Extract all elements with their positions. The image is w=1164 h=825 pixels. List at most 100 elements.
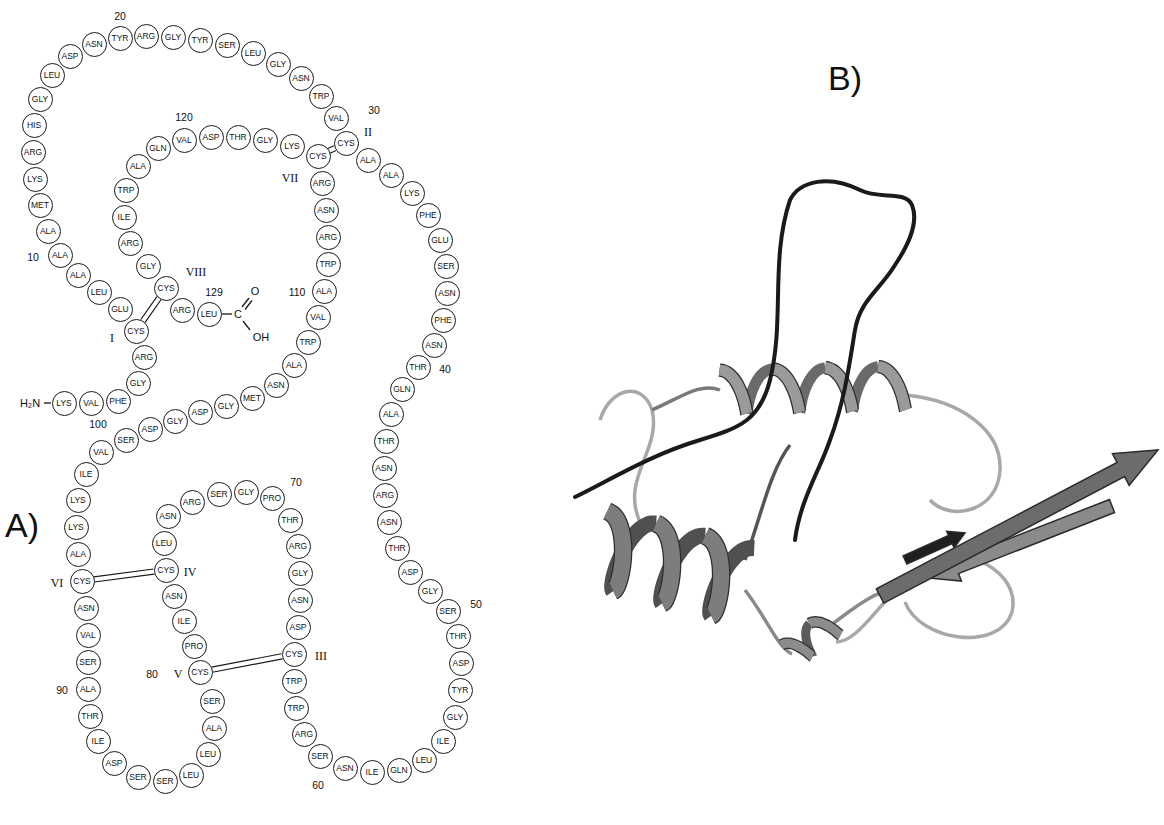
residue-circle: SER	[215, 33, 240, 58]
residue-circle: ASN	[289, 66, 314, 91]
residue-name: TRP	[288, 704, 305, 713]
residue-circle: ALA	[282, 353, 307, 378]
residue-name: SER	[218, 41, 235, 50]
residue-circle: ASP	[199, 125, 224, 150]
residue-circle: VAL	[89, 440, 114, 465]
residue-circle: LEU	[152, 531, 177, 556]
residue-circle: GLN	[146, 136, 171, 161]
residue-circle: ALA	[48, 243, 73, 268]
residue-name: HIS	[27, 121, 41, 130]
helix-edge	[607, 511, 623, 591]
residue-circle: SER	[76, 650, 101, 675]
residue-name: CYS	[285, 650, 302, 659]
residue-circle: ALA	[356, 148, 381, 173]
residue-circle: GLU	[428, 228, 453, 253]
residue-name: GLY	[447, 713, 463, 722]
residue-name: ARG	[313, 179, 331, 188]
disulfide-label: VI	[51, 577, 64, 589]
residue-name: GLY	[422, 587, 438, 596]
residue-circle: ASN	[74, 596, 99, 621]
residue-number: 60	[312, 780, 324, 791]
disulfide-label: III	[315, 650, 327, 662]
residue-name: THR	[409, 363, 426, 372]
residue-name: LEU	[201, 310, 218, 319]
residue-circle: VAL	[324, 106, 349, 131]
helix-front	[772, 369, 799, 412]
residue-circle: ASN	[314, 198, 339, 223]
residue-circle: GLY	[266, 52, 291, 77]
residue-circle: THR	[226, 125, 251, 150]
residue-name: VAL	[83, 399, 98, 408]
residue-circle: GLU	[108, 297, 133, 322]
residue-name: ASN	[336, 764, 353, 773]
residue-circle: CYS	[334, 131, 359, 156]
residue-circle: ALA	[36, 219, 61, 244]
residue-circle: ARG	[118, 231, 143, 256]
residue-name: THR	[449, 632, 466, 641]
residue-name: THR	[377, 437, 394, 446]
residue-circle: LEU	[40, 63, 65, 88]
residue-name: SER	[129, 773, 146, 782]
residue-name: SER	[203, 697, 220, 706]
terminal-bonds	[44, 298, 252, 403]
residue-circle: ALA	[312, 279, 337, 304]
helix-front	[782, 643, 813, 656]
residue-circle: LYS	[23, 167, 48, 192]
residue-name: TYR	[112, 34, 129, 43]
residue-circle: LYS	[280, 134, 305, 159]
residue-circle: ARG	[180, 490, 205, 515]
residue-name: ASP	[202, 133, 219, 142]
residue-circle: SER	[126, 765, 151, 790]
beta-strands	[876, 450, 1158, 603]
residue-name: ARG	[376, 491, 394, 500]
residue-name: ARG	[183, 498, 201, 507]
residue-name: TYR	[192, 36, 209, 45]
helix-front	[607, 511, 623, 591]
residue-circle: ARG	[170, 298, 195, 323]
residue-name: ALA	[360, 156, 376, 165]
residue-number: 20	[114, 11, 126, 22]
residue-name: ASN	[159, 512, 176, 521]
residue-name: GLY	[270, 60, 286, 69]
residue-name: ASP	[191, 408, 208, 417]
residue-name: ASN	[317, 206, 334, 215]
residue-circle: GLY	[126, 371, 151, 396]
residue-number: 110	[289, 287, 306, 298]
dark-loop	[575, 181, 914, 540]
residue-circle: ASN	[372, 456, 397, 481]
residue-circle: ASP	[58, 44, 83, 69]
residue-circle: ASN	[422, 333, 447, 358]
residue-number: 129	[205, 287, 223, 298]
disulfide-label: I	[110, 332, 114, 344]
bond-line	[245, 301, 252, 310]
coil	[905, 395, 1000, 511]
residue-number: 40	[439, 364, 451, 375]
residue-name: ARG	[289, 542, 307, 551]
residue-name: PHE	[109, 397, 126, 406]
helix-front	[705, 536, 721, 616]
residue-circle: ASP	[138, 417, 163, 442]
residue-name: PHE	[419, 211, 436, 220]
residue-name: SER	[156, 777, 173, 786]
helix-front	[878, 367, 905, 410]
residue-circle: ILE	[360, 760, 385, 785]
bond-line	[44, 402, 51, 403]
residue-circle: ALA	[379, 163, 404, 188]
residue-name: PRO	[263, 494, 281, 503]
residue-circle: GLY	[418, 579, 443, 604]
residue-name: VAL	[80, 631, 95, 640]
helix-front	[810, 622, 841, 635]
atom-label: OH	[253, 332, 270, 343]
residue-circle: ALA	[66, 542, 91, 567]
residue-name: GLY	[32, 95, 48, 104]
residue-circle: LEU	[87, 280, 112, 305]
residue-circle: LYS	[52, 391, 77, 416]
residue-name: LEU	[245, 49, 262, 58]
residue-circle: THR	[385, 536, 410, 561]
helix-edge	[656, 523, 672, 603]
residue-name: CYS	[337, 139, 354, 148]
residue-name: ALA	[70, 271, 86, 280]
residue-name: SER	[311, 752, 328, 761]
residue-name: THR	[81, 712, 98, 721]
residue-circle: GLN	[390, 377, 415, 402]
